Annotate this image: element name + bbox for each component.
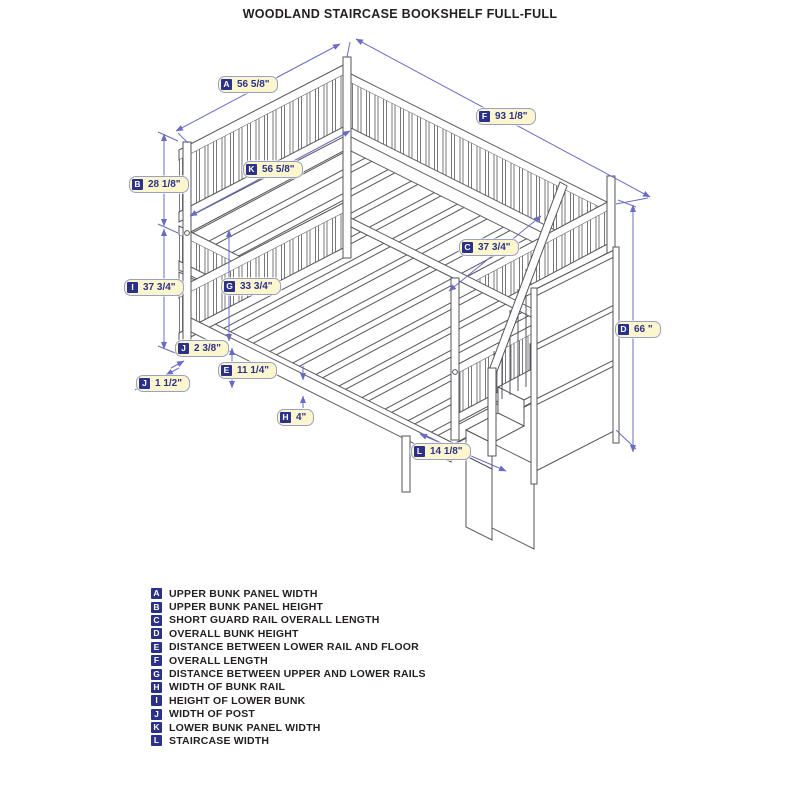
dim-value-b: 28 1/8" [148, 179, 181, 190]
dim-value-d: 66 " [634, 324, 653, 335]
legend-row-a: A UPPER BUNK PANEL WIDTH [151, 587, 426, 600]
badge-i: I [127, 282, 138, 293]
legend-row-j: J WIDTH OF POST [151, 708, 426, 721]
dim-value-l: 14 1/8" [430, 446, 463, 457]
badge-h: H [280, 412, 291, 423]
page-title: WOODLAND STAIRCASE BOOKSHELF FULL-FULL [242, 7, 558, 21]
dim-value-g: 33 3/4" [240, 281, 273, 292]
dim-label-c: C 37 3/4" [459, 239, 519, 256]
legend-badge-l: L [151, 735, 162, 747]
legend-badge-i: I [151, 695, 162, 707]
badge-j2: J [139, 378, 150, 389]
legend-row-g: G DISTANCE BETWEEN UPPER AND LOWER RAILS [151, 667, 426, 680]
badge-k: K [246, 164, 257, 175]
legend-badge-b: B [151, 601, 162, 613]
badge-g: G [224, 281, 235, 292]
legend-row-d: D OVERALL BUNK HEIGHT [151, 627, 426, 640]
dim-value-f: 93 1/8" [495, 111, 528, 122]
dim-value-j-post: 2 3/8" [194, 343, 221, 354]
badge-b: B [132, 179, 143, 190]
legend-row-h: H WIDTH OF BUNK RAIL [151, 681, 426, 694]
dim-value-h: 4" [296, 412, 307, 423]
legend-row-l: L STAIRCASE WIDTH [151, 734, 426, 747]
legend-badge-a: A [151, 588, 162, 600]
legend-row-k: K LOWER BUNK PANEL WIDTH [151, 721, 426, 734]
legend-badge-e: E [151, 641, 162, 653]
dim-label-g: G 33 3/4" [221, 278, 281, 295]
dim-label-j-rail: J 1 1/2" [136, 375, 190, 392]
legend-badge-d: D [151, 628, 162, 640]
legend-row-b: B UPPER BUNK PANEL HEIGHT [151, 600, 426, 613]
legend-badge-c: C [151, 614, 162, 626]
dim-label-k: K 56 5/8" [243, 161, 303, 178]
dim-label-l: L 14 1/8" [411, 443, 471, 460]
legend-row-i: I HEIGHT OF LOWER BUNK [151, 694, 426, 707]
badge-j: J [178, 343, 189, 354]
badge-d: D [618, 324, 629, 335]
dim-label-d: D 66 " [615, 321, 661, 338]
legend-badge-f: F [151, 655, 162, 667]
badge-c: C [462, 242, 473, 253]
badge-l: L [414, 446, 425, 457]
dim-value-j-rail: 1 1/2" [155, 378, 182, 389]
badge-f: F [479, 111, 490, 122]
dim-label-h: H 4" [277, 409, 315, 426]
dim-value-i: 37 3/4" [143, 282, 176, 293]
legend-badge-g: G [151, 668, 162, 680]
bunk-bed-drawing [134, 38, 651, 550]
legend-badge-k: K [151, 722, 162, 734]
legend: A UPPER BUNK PANEL WIDTH B UPPER BUNK PA… [151, 587, 426, 748]
legend-row-f: F OVERALL LENGTH [151, 654, 426, 667]
dim-label-j-post: J 2 3/8" [175, 340, 229, 357]
legend-badge-h: H [151, 681, 162, 693]
dim-label-e: E 11 1/4" [218, 362, 277, 379]
badge-a: A [221, 79, 232, 90]
legend-row-e: E DISTANCE BETWEEN LOWER RAIL AND FLOOR [151, 641, 426, 654]
legend-badge-j: J [151, 708, 162, 720]
badge-e: E [221, 365, 232, 376]
dim-value-a: 56 5/8" [237, 79, 270, 90]
dim-value-c: 37 3/4" [478, 242, 511, 253]
dim-value-e: 11 1/4" [237, 365, 269, 376]
dim-label-f: F 93 1/8" [476, 108, 536, 125]
dim-label-i: I 37 3/4" [124, 279, 184, 296]
dim-label-a: A 56 5/8" [218, 76, 278, 93]
legend-row-c: C SHORT GUARD RAIL OVERALL LENGTH [151, 614, 426, 627]
dim-value-k: 56 5/8" [262, 164, 295, 175]
dim-label-b: B 28 1/8" [129, 176, 189, 193]
